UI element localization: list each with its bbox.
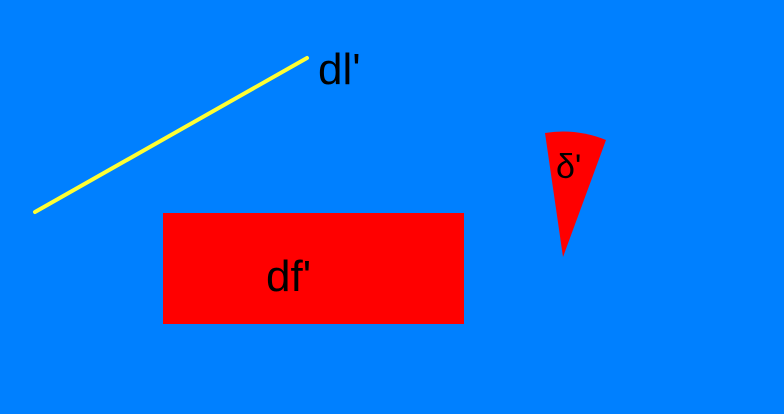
delta-wedge [545,131,606,257]
df-rectangle [163,213,464,324]
df-label: df' [266,252,311,301]
dl-line [33,56,309,214]
delta-label: δ' [556,148,581,186]
dl-label: dl' [318,45,361,94]
